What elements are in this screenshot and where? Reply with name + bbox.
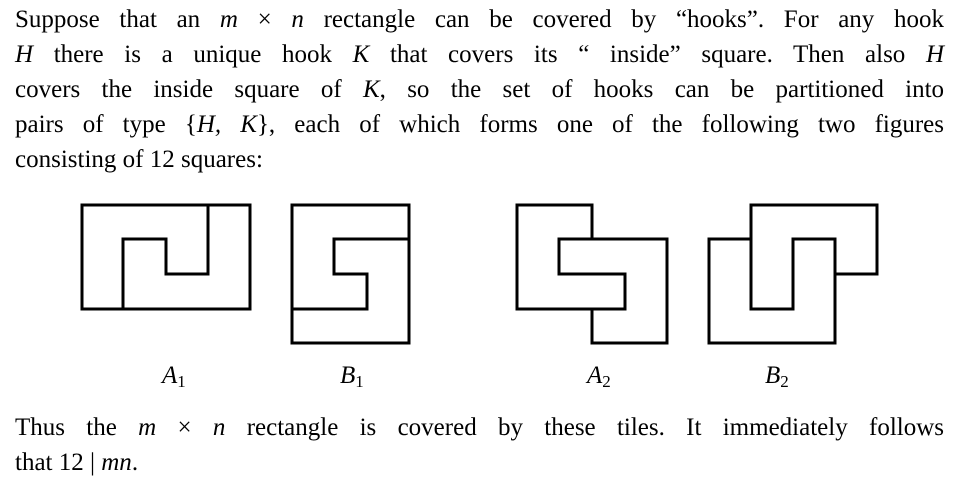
conclusion-paragraph: Thus the m × n rectangle is covered by t…: [15, 410, 944, 480]
math-text: H: [925, 41, 944, 68]
text-line: pairs of type {H, K}, each of which form…: [15, 107, 944, 142]
math-text: n: [291, 6, 304, 33]
math-text: K: [362, 76, 380, 103]
text-segment: that covers its “ inside” square. Then a…: [369, 41, 926, 68]
math-text: H: [15, 41, 34, 68]
text-line: consisting of 12 squares:: [15, 142, 944, 177]
label-b1: B1: [340, 362, 364, 391]
math-text: m: [138, 414, 157, 441]
label-a2: A2: [587, 362, 611, 391]
math-text: m: [219, 6, 238, 33]
text-segment: consisting of 12 squares:: [15, 146, 263, 173]
text-segment: covers the inside square of: [15, 76, 363, 103]
text-segment: , so the set of hooks can be partitioned…: [379, 76, 945, 103]
label-b2: B2: [765, 362, 789, 391]
label-a1: A1: [162, 362, 186, 391]
figure-b1: [290, 203, 411, 345]
math-text: n: [212, 414, 226, 441]
figure-a1: [80, 203, 252, 311]
text-segment: ×: [156, 414, 213, 441]
intro-paragraph: Suppose that an m × n rectangle can be c…: [15, 2, 944, 177]
text-line: that 12 | mn.: [15, 445, 944, 480]
text-line: H there is a unique hook K that covers i…: [15, 37, 944, 72]
text-segment: there is a unique hook: [33, 41, 353, 68]
math-text: H, K: [196, 111, 257, 138]
figure-b2: [707, 203, 879, 345]
text-segment: that 12 |: [15, 449, 102, 476]
text-segment: ×: [237, 6, 292, 33]
math-text: K: [352, 41, 370, 68]
text-segment: Suppose that an: [15, 6, 220, 33]
text-segment: .: [131, 449, 139, 476]
figure-a2: [515, 203, 669, 345]
text-line: covers the inside square of K, so the se…: [15, 72, 944, 107]
text-segment: Thus the: [15, 414, 139, 441]
text-segment: rectangle is covered by these tiles. It …: [225, 414, 944, 441]
text-line: Thus the m × n rectangle is covered by t…: [15, 410, 944, 445]
text-segment: }, each of which forms one of the follow…: [256, 111, 945, 138]
text-segment: pairs of type {: [15, 111, 197, 138]
math-text: mn: [101, 449, 132, 476]
text-segment: rectangle can be covered by “hooks”. For…: [303, 6, 944, 33]
text-line: Suppose that an m × n rectangle can be c…: [15, 2, 944, 37]
